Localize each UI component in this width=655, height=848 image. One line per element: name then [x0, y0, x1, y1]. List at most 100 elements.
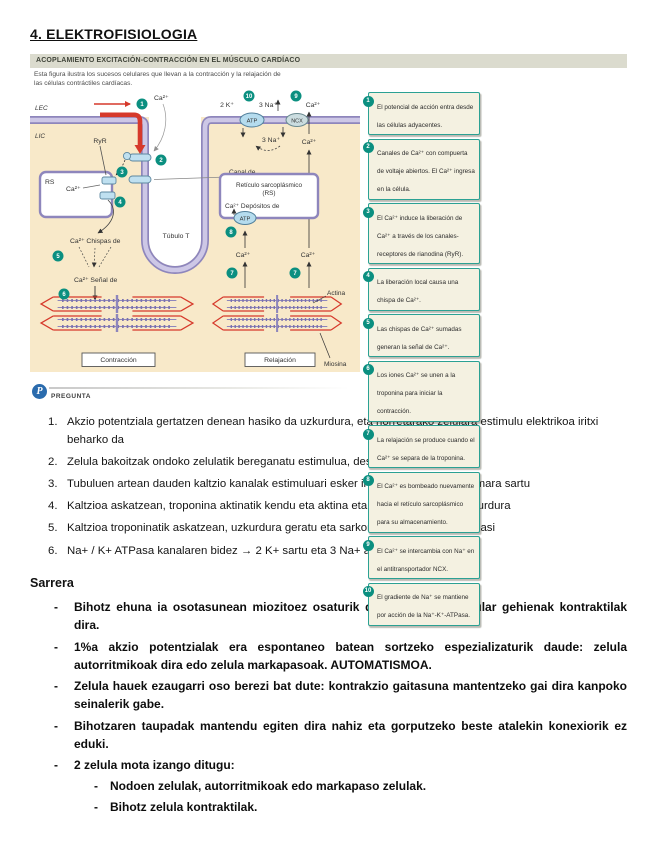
miosina-leader — [319, 332, 331, 359]
legend-text-5: Las chispas de Ca²⁺ sumadas generan la s… — [377, 325, 462, 351]
label-atp-serca: ATP — [240, 216, 251, 222]
l-type-channel-lower — [128, 175, 152, 184]
legend-num-2: 2 — [362, 142, 374, 153]
ryr-channel — [101, 176, 117, 185]
label-rs2-line3: Ca²⁺ Depósitos de — [225, 203, 280, 210]
label-rs: RS — [45, 179, 55, 186]
bullet-dash: - — [54, 718, 58, 733]
label-ca-up-left: Ca²⁺ — [236, 252, 251, 259]
bullet-item-2: - 1%a akzio potentzialak era espontaneo b… — [54, 638, 627, 674]
action-potential-band-head — [134, 145, 146, 154]
ryr-leader — [99, 145, 107, 176]
legend-text-10: El gradiente de Na⁺ se mantiene por acci… — [377, 594, 470, 619]
legend-num-10: 10 — [362, 586, 374, 597]
bullet-item-3: -Zelula hauek ezaugarri oso berezi bat d… — [54, 677, 627, 713]
legend-text-7: La relajación se produce cuando el Ca²⁺ … — [377, 436, 475, 462]
label-lic: LIC — [35, 133, 45, 140]
step-marker-10: 10 — [243, 90, 255, 102]
subbullet-text: Nodoen zelulak, autorritmikoak edo marka… — [110, 779, 427, 794]
legend-text-9: El Ca²⁺ se intercambia con Na⁺ en el ant… — [377, 547, 475, 573]
legend-text-3: El Ca²⁺ induce la liberación de Ca²⁺ a t… — [377, 214, 464, 258]
label-2k: 2 K⁺ — [220, 102, 234, 109]
label-relajacion: Relajación — [264, 357, 296, 364]
ca-entry-leader — [153, 103, 167, 152]
label-ca-rs: Ca²⁺ — [66, 186, 81, 193]
serca-pump — [233, 211, 257, 225]
l-type-channel-upper — [128, 153, 152, 162]
subbullet-text: Bihotz zelula kontraktilak. — [110, 799, 258, 814]
bullet-text: 1%a akzio potentzialak era espontaneo ba… — [74, 639, 627, 672]
step-item-4: 4.Kaltzioa askatzean, troponina aktinati… — [48, 498, 627, 516]
step-number: 6. — [48, 544, 58, 557]
ca-ion — [122, 151, 132, 161]
pregunta-label: PREGUNTA — [51, 393, 91, 400]
step-text: Kaltzioa troponinatik askatzean, uzkurdu… — [67, 522, 496, 535]
bullet-item-1: - Bihotz ehuna ia osotasunean miozitoez o… — [54, 598, 627, 634]
legend-text-6: Los iones Ca²⁺ se unen a la troponina pa… — [377, 372, 456, 415]
figure-header: ACOPLAMIENTO EXCITACIÓN-CONTRACCIÓN EN E… — [30, 54, 627, 68]
label-ca-up-right: Ca²⁺ — [301, 252, 316, 259]
label-ca-sparks: Ca²⁺ Chispas de — [70, 238, 121, 245]
legend-num-9: 9 — [362, 539, 374, 551]
legend-num-5: 5 — [362, 317, 374, 329]
step-marker-4: 4 — [114, 196, 126, 208]
label-canal-line1: Canal de — [229, 169, 256, 176]
legend-text-2: Canales de Ca²⁺ con compuerta de voltaje… — [377, 150, 475, 193]
label-ca-top-right: Ca²⁺ — [306, 102, 321, 109]
svg-text:8: 8 — [229, 230, 233, 236]
step-marker-6: 6 — [58, 288, 70, 300]
subbullet-dash: - — [94, 779, 98, 794]
bullet-text: Zelula hauek ezaugarri oso berezi bat du… — [74, 679, 627, 712]
step-number: 3. — [48, 478, 58, 491]
step-number: 5. — [48, 522, 58, 535]
svg-text:3: 3 — [120, 170, 124, 176]
bullet-dash: - — [54, 758, 58, 773]
subbullet-dash: - — [94, 799, 98, 814]
legend-num-4: 4 — [362, 271, 374, 282]
sr-right-box — [218, 172, 320, 220]
step-text: Zelula bakoitzak ondoko zelulatik berega… — [67, 455, 469, 468]
label-ca-signal: Ca²⁺ Señal de — [74, 277, 117, 284]
svg-text:1: 1 — [140, 102, 144, 108]
bullet-dash: - — [54, 639, 58, 654]
label-rs2-line2: (RS) — [262, 190, 275, 197]
label-ryr: RyR — [93, 138, 106, 145]
svg-text:6: 6 — [62, 292, 66, 298]
label-3na-top: 3 Na⁺ — [259, 102, 277, 109]
step-number: 2. — [48, 455, 58, 468]
bullet-item-5: -2 zelula mota izango ditugu: — [54, 756, 627, 774]
cell-membrane-fill — [30, 117, 360, 273]
label-ncx: NCX — [291, 118, 303, 124]
legend-num-7: 7 — [362, 428, 374, 440]
bullet-dash: - — [54, 600, 58, 615]
spark-line-mid — [91, 247, 97, 268]
label-ca-ncx: Ca²⁺ — [302, 139, 317, 146]
step-number: 1. — [48, 416, 58, 428]
step-marker-7-right: 7 — [289, 267, 301, 279]
bullet-item-4: -Bihotzaren taupadak mantendu egiten dir… — [54, 717, 627, 753]
svg-text:7: 7 — [230, 271, 234, 277]
ncx-exchanger — [285, 113, 309, 127]
pregunta-row: P PREGUNTA — [30, 384, 627, 406]
pregunta-divider — [49, 387, 349, 389]
steps-list: 1.Akzio potentziala gertatzen denean has… — [30, 414, 627, 560]
step-item-3: 3.Tubuluen artean dauden kaltzio kanalak… — [48, 476, 627, 494]
step-text: Kaltzioa askatzean, troponina aktinatik … — [67, 500, 511, 513]
t-tubule-lumen — [149, 117, 201, 266]
legend-text-4: La liberación local causa una chispa de … — [377, 279, 459, 304]
step-item-5: 5. Kaltzioa troponinatik askatzean, uzkur… — [48, 520, 627, 538]
question-icon: P — [32, 384, 47, 399]
bullet-text: Bihotz ehuna ia osotasunean miozitoez os… — [74, 600, 627, 633]
label-atp-pump: ATP — [247, 118, 258, 124]
step-text: Na+ / K+ ATPasa kanalaren bidez → 2 K+ s… — [67, 544, 435, 557]
label-3na-in: 3 Na⁺ — [262, 137, 280, 144]
subbullet-item-1: -Nodoen zelulak, autorritmikoak edo mark… — [94, 777, 627, 795]
ca-release-arrow — [97, 199, 114, 234]
sarrera-bullets: - Bihotz ehuna ia osotasunean miozitoez o… — [30, 598, 627, 816]
